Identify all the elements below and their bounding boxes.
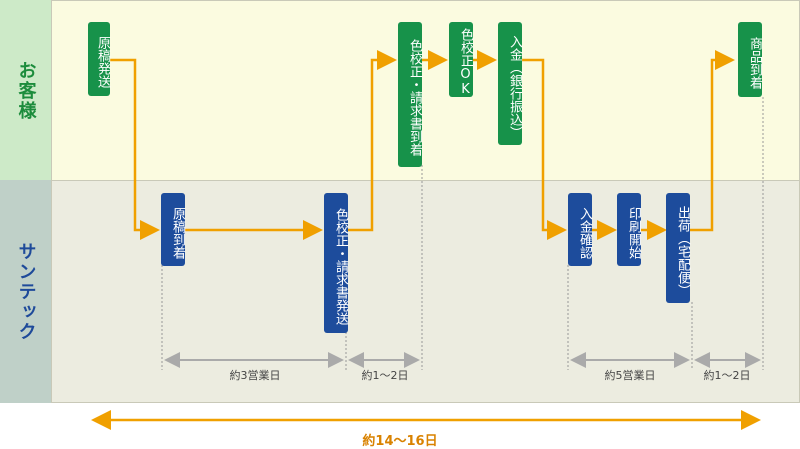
flow-arrow-9 [690, 50, 735, 232]
step-nyukin: 入金（銀行振込） [498, 22, 522, 145]
step-genko-tochaku: 原稿到着 [161, 193, 185, 266]
duration-label-1: 約3営業日 [229, 369, 281, 382]
duration-label-4: 約1〜2日 [703, 369, 751, 382]
step-iro-kosei-seikyusho-hasso: 色校正・請求書発送 [324, 193, 348, 333]
step-nyukin-kakunin: 入金確認 [568, 193, 592, 266]
step-iro-kosei-seikyusho-tochaku: 色校正・請求書到着 [398, 22, 422, 167]
total-duration-label: 約14〜16日 [362, 434, 438, 449]
step-genko-hasso: 原稿発送 [88, 22, 110, 96]
step-insatsu-kaishi: 印刷開始 [617, 193, 641, 266]
duration-label-3: 約5営業日 [604, 369, 656, 382]
suntec-lane-label: サンテック [0, 180, 52, 403]
flow-arrow-3 [348, 50, 397, 232]
flow-arrow-1 [110, 58, 160, 240]
duration-label-2: 約1〜2日 [361, 369, 409, 382]
step-iro-kosei-ok: 色校正OK [449, 22, 473, 97]
step-shukka: 出荷（宅配便） [666, 193, 690, 303]
customer-lane-label: お客様 [0, 0, 52, 181]
flow-arrow-6 [522, 58, 567, 240]
step-shohin-tochaku: 商品到着 [738, 22, 762, 97]
